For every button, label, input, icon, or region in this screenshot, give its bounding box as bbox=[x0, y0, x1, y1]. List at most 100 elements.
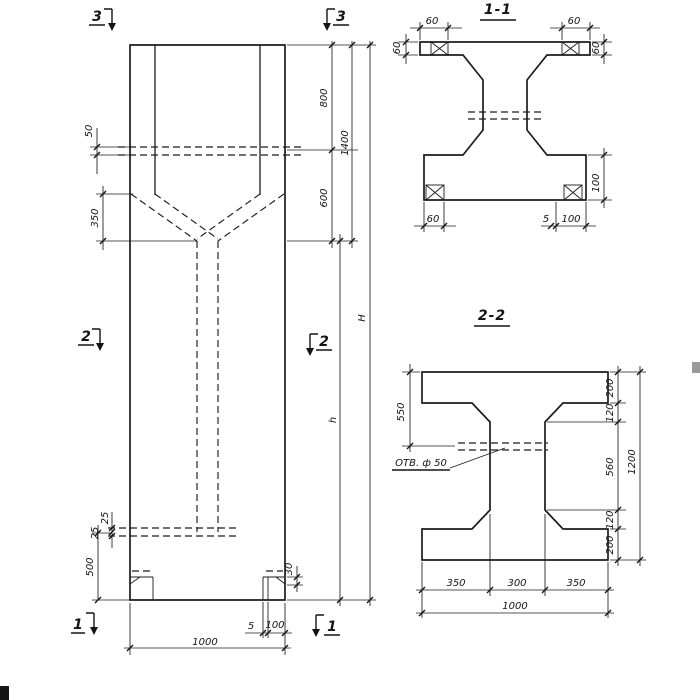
dim-600-label: 600 bbox=[319, 188, 330, 207]
dimension-lines bbox=[405, 27, 605, 227]
dim-60-top-right-label: 60 bbox=[568, 16, 581, 27]
dim-120-top-label: 120 bbox=[605, 403, 616, 422]
section-2-2-title: 2-2 bbox=[478, 308, 506, 324]
plate-bottom-left-hatch bbox=[425, 184, 445, 201]
scan-artifact-edge bbox=[692, 362, 700, 373]
section-marker-2-right: 2 bbox=[306, 333, 332, 356]
plate-bottom-right bbox=[563, 184, 583, 201]
section-2-label: 2 bbox=[319, 334, 329, 350]
marker-line bbox=[89, 8, 113, 26]
section-marker-1-right: 1 bbox=[312, 614, 340, 637]
dim-100-bottom-label: 100 bbox=[561, 214, 580, 225]
dim-550-label: 550 bbox=[396, 402, 407, 421]
dim-1000-label: 1000 bbox=[192, 637, 217, 648]
marker-line bbox=[78, 328, 101, 346]
plate-top-left bbox=[430, 41, 449, 56]
dim-100-label: 100 bbox=[265, 620, 284, 631]
dim-800-label: 800 bbox=[319, 88, 330, 107]
plate-top-left-hatch bbox=[430, 41, 449, 56]
marker-line bbox=[315, 614, 340, 636]
dim-120-bottom-label: 120 bbox=[605, 510, 616, 529]
embedded-plates bbox=[425, 41, 583, 201]
dim-350-left-label: 350 bbox=[446, 578, 465, 589]
dim-H-label: H bbox=[357, 314, 368, 322]
marker-line bbox=[309, 333, 332, 351]
marker-arrowhead bbox=[312, 629, 320, 637]
dimension-ticks bbox=[126, 573, 301, 652]
dimension-ticks bbox=[93, 143, 116, 604]
dimension-ticks bbox=[328, 41, 374, 604]
left-foot bbox=[129, 576, 154, 600]
section-1-label: 1 bbox=[327, 619, 337, 635]
hole-hidden-lines bbox=[458, 442, 548, 451]
extension-lines bbox=[129, 576, 303, 655]
section-marker-3-left: 3 bbox=[89, 8, 116, 31]
section-marker-3-right: 3 bbox=[323, 8, 349, 31]
dim-1000-label: 1000 bbox=[502, 601, 527, 612]
plate-top-right-hatch bbox=[561, 41, 580, 56]
section-2-2-view: 2-2 ОТВ. ф 50 200 120 560 120 200 1200 5… bbox=[392, 308, 646, 618]
hole-diameter-label: ОТВ. ф 50 bbox=[395, 458, 447, 469]
dim-560-label: 560 bbox=[605, 457, 616, 476]
dim-60-right-label: 60 bbox=[591, 42, 602, 55]
dim-5-label: 5 bbox=[248, 621, 254, 632]
marker-line bbox=[71, 612, 95, 634]
scan-artifact-corner bbox=[0, 686, 9, 700]
extension-lines bbox=[398, 22, 612, 232]
dim-60-left-label: 60 bbox=[392, 42, 403, 55]
hole-leader-line bbox=[449, 447, 506, 469]
section-1-1-view: 1-1 60 60 60 60 60 5 100 100 bbox=[392, 2, 612, 232]
column-body bbox=[129, 44, 286, 601]
marker-arrowhead bbox=[108, 23, 116, 31]
elevation-dimensions-bottom: 5 100 1000 30 bbox=[124, 563, 303, 655]
taper-hidden-diagonals bbox=[130, 193, 285, 242]
dimension-ticks bbox=[406, 368, 644, 617]
dim-h-label: h bbox=[328, 417, 339, 423]
dim-1200-label: 1200 bbox=[627, 449, 638, 474]
dim-500-label: 500 bbox=[85, 557, 96, 576]
elevation-dimensions-left: 50 350 25 25 500 bbox=[84, 125, 197, 604]
elevation-dimensions-right: 800 1400 600 h H bbox=[287, 41, 376, 606]
elevation-view: 3 3 2 2 1 1 bbox=[71, 8, 376, 655]
marker-arrowhead bbox=[96, 343, 104, 351]
dim-200-bottom-label: 200 bbox=[605, 535, 616, 554]
marker-arrowhead bbox=[306, 348, 314, 356]
dimension-lines bbox=[124, 566, 298, 649]
web-hidden-edges bbox=[196, 241, 219, 532]
dim-300-label: 300 bbox=[507, 578, 526, 589]
plate-top-right bbox=[561, 41, 580, 56]
dimension-ticks bbox=[402, 24, 608, 230]
web-hole-hidden-lines bbox=[468, 111, 545, 120]
dim-350-label: 350 bbox=[90, 208, 101, 227]
lower-hidden-edges bbox=[108, 527, 240, 537]
marker-arrowhead bbox=[90, 627, 98, 635]
dimension-lines bbox=[409, 364, 641, 614]
marker-line bbox=[326, 8, 349, 26]
dim-350-right-label: 350 bbox=[566, 578, 585, 589]
column-outline bbox=[129, 44, 286, 601]
dimension-lines bbox=[96, 128, 113, 600]
plate-bottom-left bbox=[425, 184, 445, 201]
section-2-2-profile bbox=[421, 371, 609, 561]
top-recess-walls bbox=[154, 45, 261, 195]
extension-lines bbox=[90, 146, 197, 601]
section-1-1-title: 1-1 bbox=[484, 2, 512, 18]
right-foot bbox=[262, 576, 286, 600]
section-3-label: 3 bbox=[92, 9, 102, 25]
section-1-1-profile bbox=[419, 41, 591, 201]
dimension-lines bbox=[331, 41, 371, 606]
upper-hidden-edges bbox=[118, 146, 302, 156]
dim-60-bottom-label: 60 bbox=[427, 214, 440, 225]
marker-arrowhead bbox=[323, 23, 331, 31]
dim-50-label: 50 bbox=[84, 125, 95, 138]
dim-25-upper-label: 25 bbox=[100, 512, 111, 525]
dim-5-label: 5 bbox=[543, 214, 549, 225]
section-1-label: 1 bbox=[73, 617, 83, 633]
hole-callout: ОТВ. ф 50 bbox=[392, 447, 506, 471]
dim-25-lower-label: 25 bbox=[90, 527, 101, 540]
dim-60-top-left-label: 60 bbox=[426, 16, 439, 27]
section-2-2-dimensions: 200 120 560 120 200 1200 550 350 300 350… bbox=[396, 364, 646, 618]
base-feet bbox=[129, 576, 286, 600]
